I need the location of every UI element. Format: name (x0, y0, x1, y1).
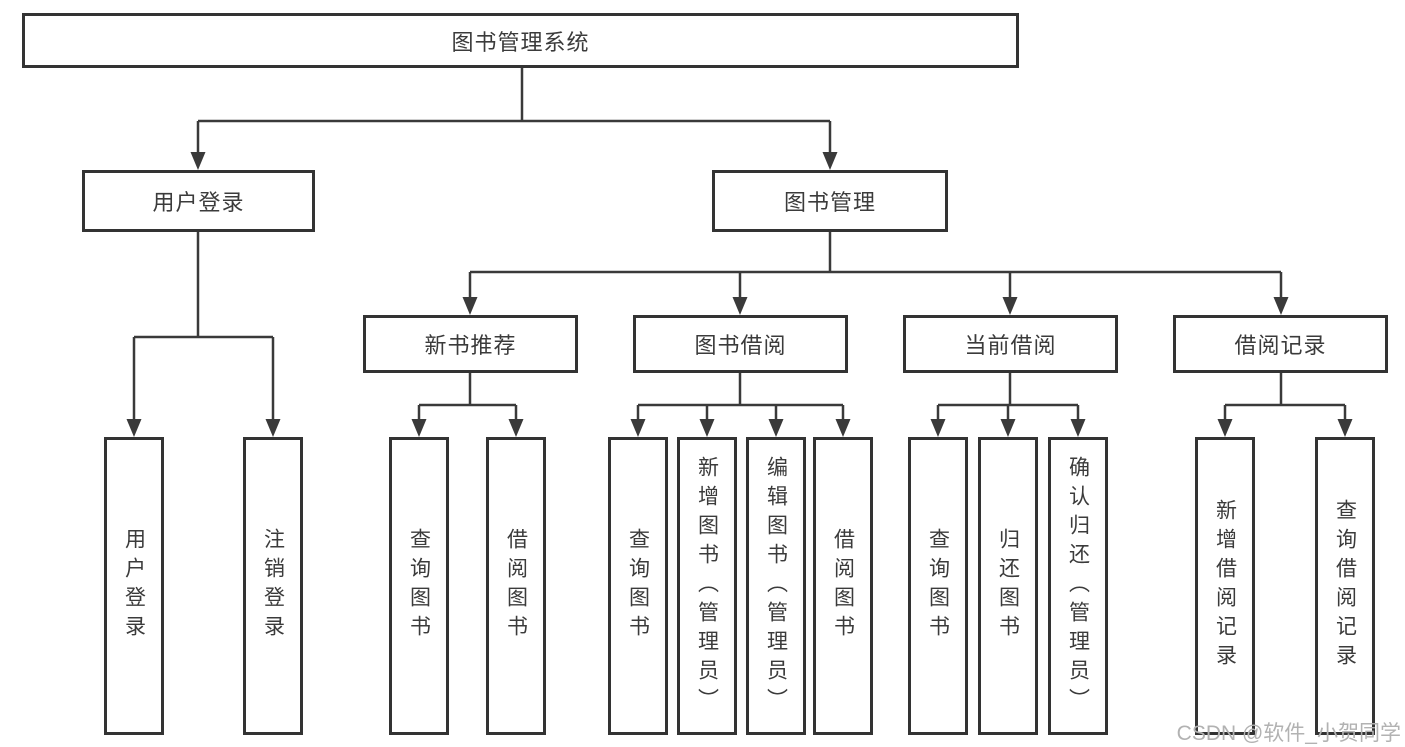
leaf-add-books-admin: 新增图书（管理员） (677, 437, 737, 735)
leaf-label: 借阅图书 (831, 528, 855, 644)
leaf-label: 注销登录 (261, 528, 285, 644)
leaf-query-books: 查询图书 (389, 437, 449, 735)
leaf-label: 查询图书 (407, 528, 431, 644)
leaf-label: 归还图书 (996, 528, 1020, 644)
leaf-label: 查询借阅记录 (1333, 499, 1357, 673)
leaf-label: 编辑图书（管理员） (764, 455, 788, 717)
node-book-management: 图书管理 (712, 170, 948, 232)
leaf-label: 新增图书（管理员） (695, 455, 719, 717)
node-current-borrow: 当前借阅 (903, 315, 1118, 373)
leaf-confirm-return-admin: 确认归还（管理员） (1048, 437, 1108, 735)
node-label: 用户登录 (152, 190, 245, 215)
node-label: 借阅记录 (1234, 333, 1327, 358)
node-label: 图书管理 (783, 190, 876, 215)
leaf-borrow-books: 借阅图书 (813, 437, 873, 735)
leaf-query-books: 查询图书 (608, 437, 668, 735)
node-label: 当前借阅 (964, 333, 1057, 358)
leaf-logout: 注销登录 (243, 437, 303, 735)
node-system-root: 图书管理系统 (22, 13, 1019, 68)
node-user-login: 用户登录 (82, 170, 315, 232)
csdn-watermark: CSDN @软件_小贺同学 (1176, 722, 1401, 745)
node-label: 新书推荐 (424, 333, 517, 358)
leaf-label: 新增借阅记录 (1213, 499, 1237, 673)
leaf-query-books: 查询图书 (908, 437, 968, 735)
node-new-book-recommend: 新书推荐 (363, 315, 578, 373)
leaf-label: 借阅图书 (504, 528, 528, 644)
leaf-edit-books-admin: 编辑图书（管理员） (746, 437, 806, 735)
node-borrow-records: 借阅记录 (1173, 315, 1388, 373)
leaf-label: 用户登录 (122, 528, 146, 644)
leaf-query-borrow-record: 查询借阅记录 (1315, 437, 1375, 735)
node-label: 图书管理系统 (451, 29, 590, 55)
leaf-return-books: 归还图书 (978, 437, 1038, 735)
leaf-label: 确认归还（管理员） (1066, 455, 1090, 717)
node-book-borrow: 图书借阅 (633, 315, 848, 373)
leaf-label: 查询图书 (626, 528, 650, 644)
leaf-borrow-books: 借阅图书 (486, 437, 546, 735)
leaf-label: 查询图书 (926, 528, 950, 644)
leaf-add-borrow-record: 新增借阅记录 (1195, 437, 1255, 735)
node-label: 图书借阅 (694, 333, 787, 358)
leaf-user-login: 用户登录 (104, 437, 164, 735)
